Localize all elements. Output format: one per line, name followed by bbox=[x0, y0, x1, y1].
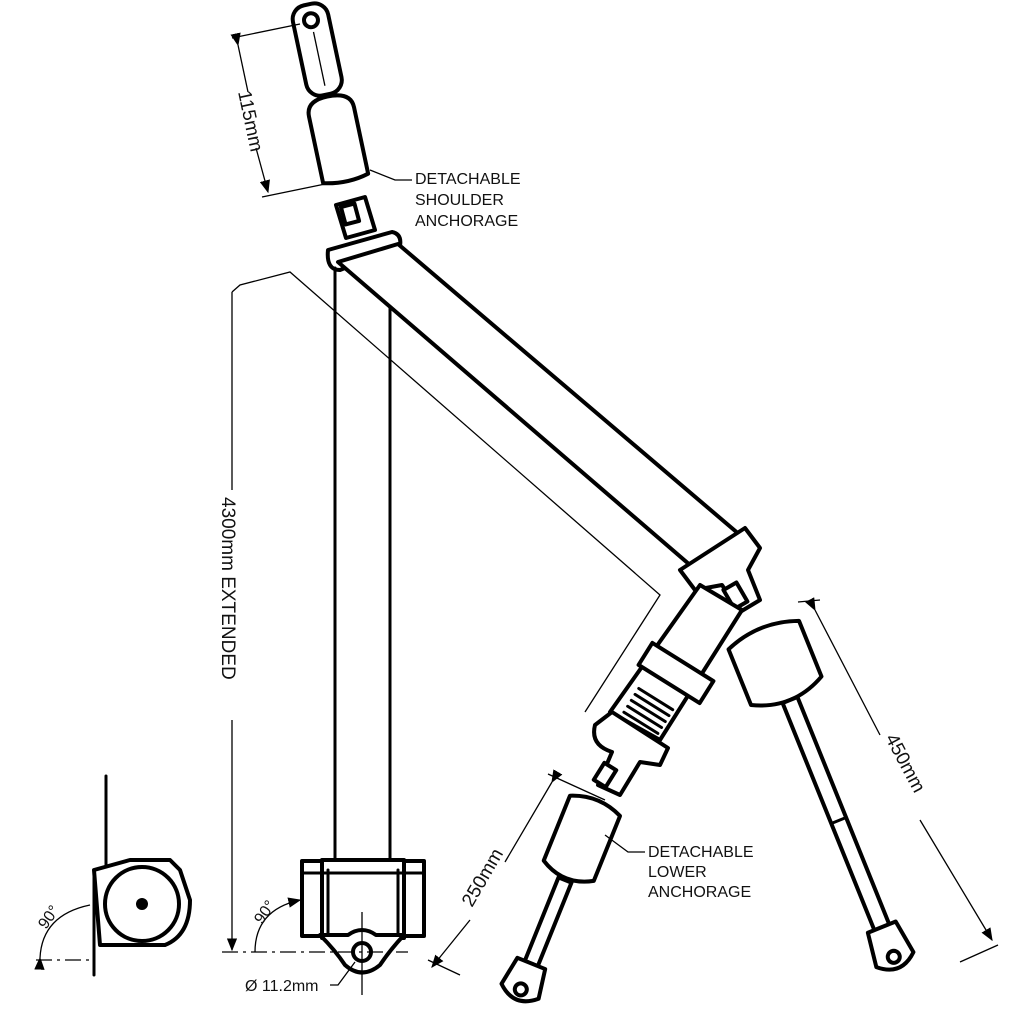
shoulder-anchorage-label-3: ANCHORAGE bbox=[415, 213, 518, 230]
buckle bbox=[591, 583, 744, 797]
lower-anchorage-label-2: LOWER bbox=[648, 864, 707, 881]
vertical-webbing bbox=[333, 266, 392, 864]
lower-left-length-label: 250mm bbox=[458, 845, 508, 910]
extended-length-label: 4300mm EXTENDED bbox=[217, 497, 238, 680]
angle-side-label: 90° bbox=[35, 903, 63, 933]
diagonal-webbing bbox=[336, 242, 742, 567]
angle-front-label: 90° bbox=[251, 898, 279, 928]
shoulder-anchorage-label-1: DETACHABLE bbox=[415, 171, 521, 188]
retractor-front: 90° Ø 11.2mm bbox=[222, 858, 426, 995]
lower-left-anchorage bbox=[499, 793, 623, 1004]
lower-right-anchorage bbox=[726, 618, 916, 972]
hole-diameter-label: Ø 11.2mm bbox=[245, 978, 319, 995]
lower-anchorage-label-1: DETACHABLE bbox=[648, 844, 754, 861]
mid-tongue bbox=[678, 526, 762, 614]
shoulder-anchorage bbox=[290, 1, 371, 186]
dimension-4300mm: 4300mm EXTENDED bbox=[217, 271, 661, 952]
lower-right-length-label: 450mm bbox=[881, 730, 929, 796]
shoulder-length-label: 115mm bbox=[233, 89, 266, 154]
shoulder-anchorage-label-2: SHOULDER bbox=[415, 192, 504, 209]
lower-anchorage-label-3: ANCHORAGE bbox=[648, 884, 751, 901]
retractor-side: 90° bbox=[34, 774, 192, 977]
